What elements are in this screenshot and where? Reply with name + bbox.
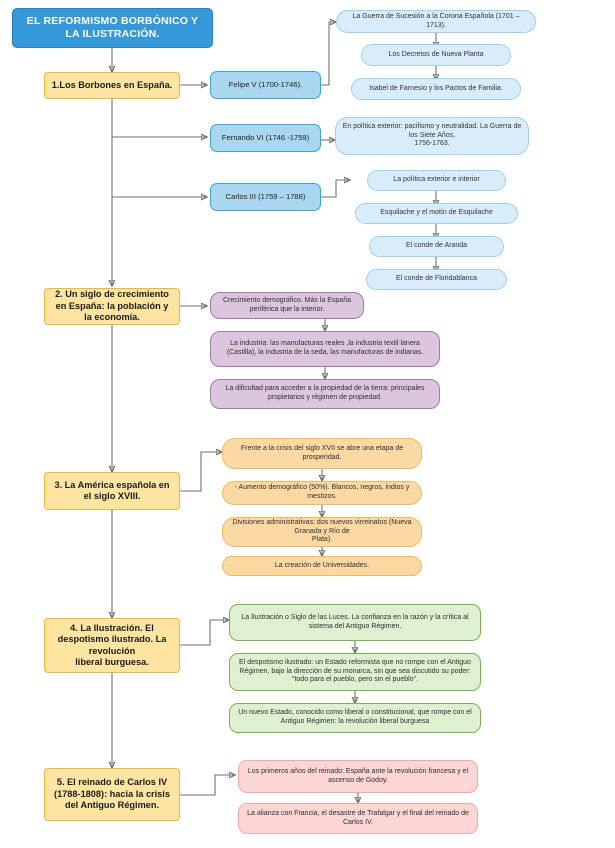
section-header-3-label: 3. La América española en el siglo XVIII… [54,479,170,502]
leaf-seccion4-2[interactable]: El despotismo ilustrado: un Estado refor… [229,653,481,691]
leaf-seccion4-1-label: La Ilustración o Siglo de las Luces. La … [241,613,469,630]
leaf-seccion5-2-label: La alianza con Francia, el desastre de T… [247,809,469,826]
leaf-seccion2-3[interactable]: La dificultad para acceder a la propieda… [210,379,440,409]
section-header-1[interactable]: 1.Los Borbones en España. [44,72,180,99]
leaf-carlos3-4-label: El conde de Floridablanca [396,275,477,283]
leaf-seccion3-3-label: Divisiones administrativas: dos nuevos v… [232,518,412,544]
leaf-seccion3-4-label: La creación de Universidades. [274,561,370,569]
section-header-4[interactable]: 4. La Ilustración. El despotismo ilustra… [44,618,180,673]
leaf-seccion2-3-label: La dificultad para acceder a la propieda… [225,385,425,401]
leaf-seccion3-1-label: Frente a la crisis del siglo XVII se abr… [240,444,404,461]
leaf-seccion3-1[interactable]: Frente a la crisis del siglo XVII se abr… [222,438,422,469]
section-header-1-label: 1.Los Borbones en España. [51,79,173,90]
section-header-4-label: 4. La Ilustración. El despotismo ilustra… [57,622,167,668]
king-fernando-vi[interactable]: Fernando VI (1746 -1759) [210,124,321,152]
leaf-seccion2-2[interactable]: La industria: las manufacturas reales ,l… [210,331,440,367]
leaf-seccion2-1-label: Crecimiento demográfico. Más la España p… [222,296,351,313]
leaf-seccion2-2-label: La industria: las manufacturas reales ,l… [226,340,424,356]
leaf-seccion2-1[interactable]: Crecimiento demográfico. Más la España p… [210,292,364,319]
leaf-seccion5-1-label: Los primeros años del reinado: España an… [247,767,469,784]
diagram-title-text: EL REFORMISMO BORBÓNICO Y LA ILUSTRACIÓN… [26,14,199,40]
leaf-seccion4-1[interactable]: La Ilustración o Siglo de las Luces. La … [229,604,481,641]
leaf-carlos3-4[interactable]: El conde de Floridablanca [366,269,507,290]
leaf-seccion4-3-label: Un nuevo Estado, conocido como liberal o… [238,709,472,725]
leaf-carlos3-2[interactable]: Esquilache y el motín de Esquilache [355,203,518,224]
leaf-carlos3-1[interactable]: La política exterior e interior [367,170,506,191]
leaf-seccion5-1[interactable]: Los primeros años del reinado: España an… [238,760,478,793]
king-carlos-iii[interactable]: Carlos III (1759 – 1788) [210,183,321,211]
leaf-seccion3-3[interactable]: Divisiones administrativas: dos nuevos v… [222,517,422,547]
leaf-carlos3-3[interactable]: El conde de Aranda [369,236,504,257]
leaf-fernando-1[interactable]: En política exterior: pacifismo y neutra… [335,117,529,155]
leaf-seccion5-2[interactable]: La alianza con Francia, el desastre de T… [238,803,478,834]
king-fernando-vi-label: Fernando VI (1746 -1759) [221,133,310,143]
section-header-5[interactable]: 5. El reinado de Carlos IV (1788-1808): … [44,768,180,821]
king-felipe-v[interactable]: Felipe V (1700-1746). [210,71,321,99]
leaf-carlos3-2-label: Esquilache y el motín de Esquilache [380,209,493,217]
leaf-seccion3-2[interactable]: - Aumento demográfico (50%). Blancos, ne… [222,481,422,505]
leaf-felipe-2[interactable]: Los Decretos de Nueva Planta [361,44,511,66]
leaf-felipe-3[interactable]: Isabel de Farnesio y los Pactos de Famil… [351,78,521,100]
leaf-fernando-1-label: En política exterior: pacifismo y neutra… [342,122,522,148]
section-header-2[interactable]: 2. Un siglo de crecimiento en España: la… [44,288,180,325]
section-header-2-label: 2. Un siglo de crecimiento en España: la… [55,289,169,323]
leaf-seccion3-2-label: - Aumento demográfico (50%). Blancos, ne… [234,484,410,500]
section-header-5-label: 5. El reinado de Carlos IV (1788-1808): … [54,777,170,811]
leaf-felipe-1[interactable]: La Guerra de Sucesión a la Corona Españo… [336,10,536,33]
leaf-seccion4-3[interactable]: Un nuevo Estado, conocido como liberal o… [229,703,481,733]
king-carlos-iii-label: Carlos III (1759 – 1788) [225,192,306,202]
leaf-seccion3-4[interactable]: La creación de Universidades. [222,556,422,576]
king-felipe-v-label: Felipe V (1700-1746). [228,80,303,90]
leaf-felipe-3-label: Isabel de Farnesio y los Pactos de Famil… [369,84,503,92]
leaf-felipe-2-label: Los Decretos de Nueva Planta [388,50,484,58]
leaf-seccion4-2-label: El despotismo ilustrado: un Estado refor… [239,658,471,684]
diagram-title: EL REFORMISMO BORBÓNICO Y LA ILUSTRACIÓN… [12,8,213,48]
section-header-3[interactable]: 3. La América española en el siglo XVIII… [44,472,180,510]
leaf-felipe-1-label: La Guerra de Sucesión a la Corona Españo… [352,12,520,29]
leaf-carlos3-3-label: El conde de Aranda [405,242,468,250]
leaf-carlos3-1-label: La política exterior e interior [393,176,480,184]
